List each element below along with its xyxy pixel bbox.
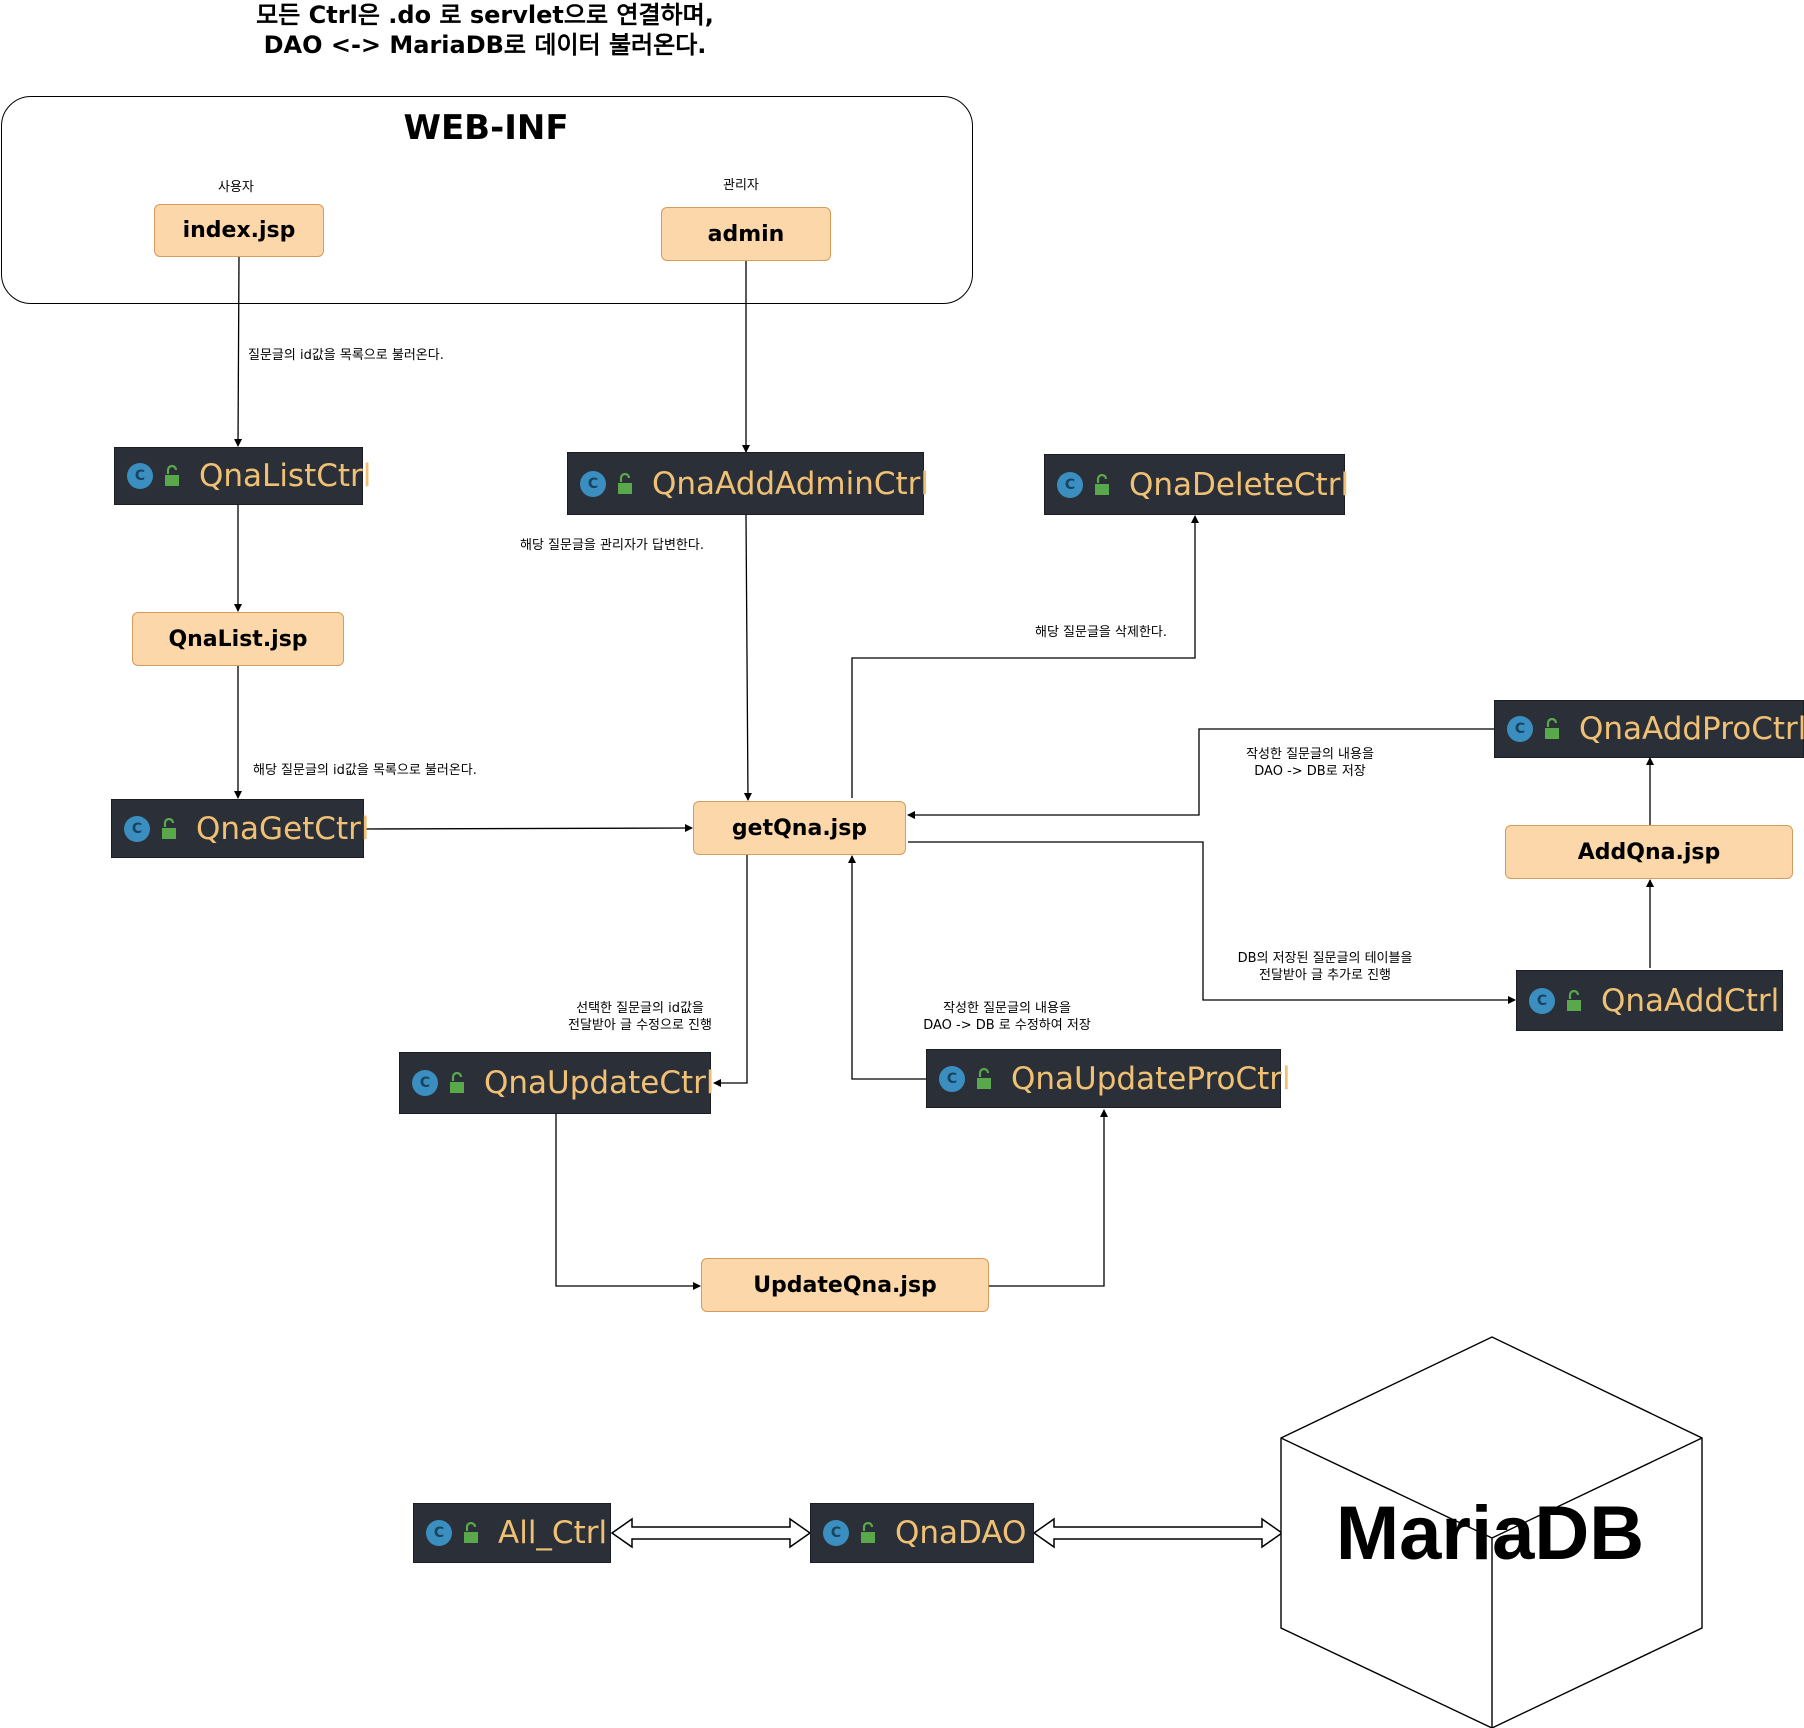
unlock-icon xyxy=(165,465,179,486)
class-icon: C xyxy=(412,1070,438,1096)
edge-getqna-to-updatectrl xyxy=(713,855,748,1087)
edge-label-update-line2: 전달받아 글 수정으로 진행 xyxy=(568,1018,712,1033)
node-label: QnaDeleteCtrl xyxy=(1129,466,1350,503)
qna-dao-node[interactable]: C QnaDAO xyxy=(810,1503,1034,1563)
node-label: QnaAddAdminCtrl xyxy=(652,465,930,502)
edge-getctrl-to-getqna xyxy=(363,824,693,833)
class-icon: C xyxy=(939,1065,965,1092)
qna-list-jsp-node[interactable]: QnaList.jsp xyxy=(132,612,344,666)
edge-updatectrl-to-updateqna xyxy=(555,1114,701,1290)
edge-updateproctrl-to-getqna xyxy=(848,855,927,1080)
all-ctrl-node[interactable]: C All_Ctrl xyxy=(413,1503,611,1563)
unlock-icon xyxy=(861,1522,875,1543)
unlock-icon xyxy=(450,1072,464,1093)
edge-label-update-pro-line1: 작성한 질문글의 내용을 xyxy=(943,1001,1071,1016)
edge-addadminctrl-to-getqna xyxy=(743,514,752,801)
qna-update-pro-ctrl-node[interactable]: C QnaUpdateProCtrl xyxy=(926,1049,1291,1108)
header-line-2: DAO <-> MariaDB로 데이터 불러온다. xyxy=(263,31,707,59)
qna-update-ctrl-node[interactable]: C QnaUpdateCtrl xyxy=(399,1052,715,1114)
node-label: QnaAddProCtrl xyxy=(1579,711,1804,747)
node-label: QnaDAO xyxy=(895,1515,1027,1551)
edge-label-delete: 해당 질문글을 삭제한다. xyxy=(1035,625,1167,640)
qna-add-ctrl-node[interactable]: C QnaAddCtrl xyxy=(1516,970,1783,1031)
edge-label-add-pro: 작성한 질문글의 내용을 DAO -> DB로 저장 xyxy=(1210,746,1410,780)
unlock-icon xyxy=(977,1067,991,1089)
mariadb-label: MariaDB xyxy=(1335,1491,1645,1576)
edge-label-add-line1: DB의 저장된 질문글의 테이블을 xyxy=(1237,951,1413,966)
qna-add-admin-ctrl-node[interactable]: C QnaAddAdminCtrl xyxy=(567,452,929,515)
admin-label: 관리자 xyxy=(723,178,759,193)
edge-label-admin-answer: 해당 질문글을 관리자가 답변한다. xyxy=(520,538,704,553)
edge-getqna-to-addctrl xyxy=(908,841,1516,1004)
user-label: 사용자 xyxy=(218,180,254,195)
edge-index-to-listctrl xyxy=(234,255,243,447)
node-label: QnaAddCtrl xyxy=(1601,982,1780,1019)
edge-label-add-line2: 전달받아 글 추가로 진행 xyxy=(1259,968,1391,983)
qna-get-ctrl-node[interactable]: C QnaGetCtrl xyxy=(111,799,369,858)
header-line-1: 모든 Ctrl은 .do 로 servlet으로 연결하며, xyxy=(256,1,714,29)
node-label: QnaGetCtrl xyxy=(196,810,370,847)
unlock-icon xyxy=(1095,473,1109,495)
webinf-title: WEB-INF xyxy=(403,108,569,148)
class-icon: C xyxy=(426,1520,452,1546)
add-qna-jsp-node[interactable]: AddQna.jsp xyxy=(1505,825,1793,879)
node-label: All_Ctrl xyxy=(498,1515,608,1551)
double-arrow-dao-mariadb xyxy=(1032,1517,1284,1549)
edge-label-update-pro: 작성한 질문글의 내용을 DAO -> DB 로 수정하여 저장 xyxy=(896,1000,1118,1034)
unlock-icon xyxy=(1545,718,1559,739)
update-qna-jsp-node[interactable]: UpdateQna.jsp xyxy=(701,1258,989,1312)
unlock-icon xyxy=(1567,989,1581,1011)
qna-list-ctrl-node[interactable]: C QnaListCtrl xyxy=(114,447,371,505)
edge-addproctrl-to-getqna xyxy=(907,728,1494,819)
node-label: QnaUpdateProCtrl xyxy=(1011,1060,1291,1097)
edge-label-update: 선택한 질문글의 id값을 전달받아 글 수정으로 진행 xyxy=(540,1000,740,1034)
edge-label-add-pro-line2: DAO -> DB로 저장 xyxy=(1254,764,1366,779)
class-icon: C xyxy=(1507,716,1533,742)
edge-getqna-to-deletectrl xyxy=(851,515,1199,798)
double-arrow-allctrl-dao xyxy=(610,1517,812,1549)
class-icon: C xyxy=(1529,987,1555,1014)
unlock-icon xyxy=(618,472,632,494)
node-label: QnaListCtrl xyxy=(199,458,372,494)
class-icon: C xyxy=(823,1520,849,1546)
edge-label-list-to-get: 해당 질문글의 id값을 목록으로 불러온다. xyxy=(253,763,477,778)
diagram-header: 모든 Ctrl은 .do 로 servlet으로 연결하며, DAO <-> M… xyxy=(180,0,790,60)
mariadb-cube xyxy=(1280,1336,1703,1728)
index-jsp-node[interactable]: index.jsp xyxy=(154,204,324,257)
class-icon: C xyxy=(127,463,153,489)
unlock-icon xyxy=(162,817,176,839)
class-icon: C xyxy=(124,815,150,842)
qna-delete-ctrl-node[interactable]: C QnaDeleteCtrl xyxy=(1044,454,1349,515)
edge-label-update-line1: 선택한 질문글의 id값을 xyxy=(576,1001,704,1016)
edge-label-add-pro-line1: 작성한 질문글의 내용을 xyxy=(1246,747,1374,762)
admin-node[interactable]: admin xyxy=(661,207,831,261)
unlock-icon xyxy=(464,1522,478,1543)
edge-label-index-to-list: 질문글의 id값을 목록으로 불러온다. xyxy=(248,348,444,363)
class-icon: C xyxy=(580,470,606,497)
class-icon: C xyxy=(1057,471,1083,498)
qna-add-pro-ctrl-node[interactable]: C QnaAddProCtrl xyxy=(1494,700,1804,758)
webinf-container xyxy=(1,96,973,304)
node-label: QnaUpdateCtrl xyxy=(484,1065,715,1101)
get-qna-jsp-node[interactable]: getQna.jsp xyxy=(693,801,906,855)
edge-label-update-pro-line2: DAO -> DB 로 수정하여 저장 xyxy=(923,1018,1091,1033)
edge-label-add: DB의 저장된 질문글의 테이블을 전달받아 글 추가로 진행 xyxy=(1200,950,1450,984)
edge-updateqna-to-updateproctrl xyxy=(989,1109,1108,1287)
